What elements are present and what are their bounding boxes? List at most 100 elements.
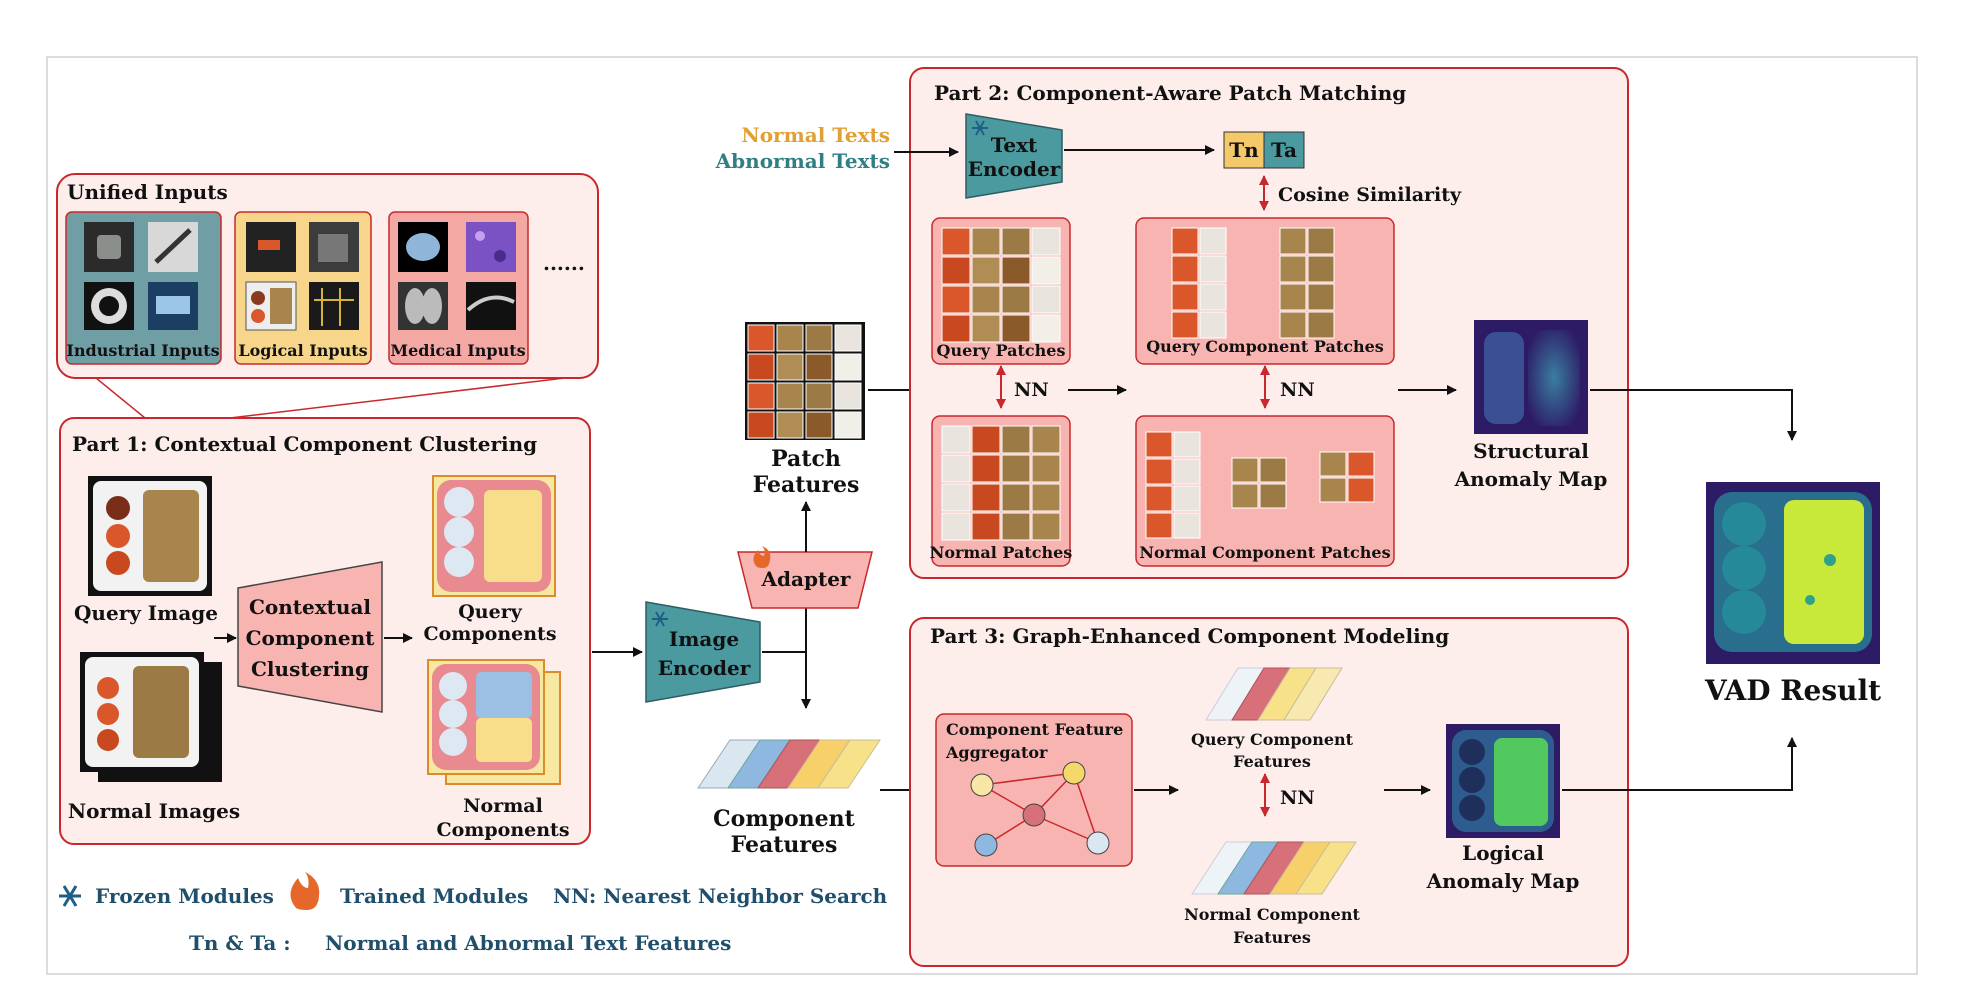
patch-tile (1145, 485, 1173, 512)
normal-components-label-line1: Normal (463, 795, 543, 817)
text-encoder-label-line1: Text (991, 133, 1038, 157)
patch-tile (1171, 311, 1199, 339)
normal-component-features-label-line1: Normal Component (1184, 905, 1360, 924)
component-feature-aggregator-box (935, 713, 1133, 867)
patch-tile (1031, 314, 1061, 343)
ta-feature-box (1263, 131, 1305, 169)
tn-label: Tn (1229, 138, 1259, 162)
patch-tile (1199, 227, 1227, 255)
patch-tile (941, 425, 971, 454)
component-graph (970, 761, 1110, 857)
patch-tile (1171, 227, 1199, 255)
part1-title: Part 1: Contextual Component Clustering (72, 432, 537, 456)
unified-inputs-title: Unified Inputs (67, 180, 228, 204)
patch-tile (1001, 483, 1031, 512)
patch-tile (805, 324, 833, 352)
patch-tile (1279, 311, 1307, 339)
ta-label: Ta (1271, 138, 1297, 162)
normal-components-map (427, 659, 561, 785)
patch-tile (1031, 227, 1061, 256)
component-features-stack (697, 739, 881, 789)
query-component-patches-label: Query Component Patches (1146, 337, 1384, 356)
patch-tile (1279, 255, 1307, 283)
patch-tile (1307, 227, 1335, 255)
patch-tile (971, 285, 1001, 314)
text-encoder-label-line2: Encoder (968, 157, 1061, 181)
image-encoder-label-line1: Image (669, 627, 739, 651)
patch-tile (1173, 485, 1201, 512)
industrial-inputs-label: Industrial Inputs (66, 341, 219, 360)
patch-tile (834, 382, 862, 410)
part3-title: Part 3: Graph-Enhanced Component Modelin… (930, 624, 1449, 648)
patch-tile (1171, 283, 1199, 311)
image-encoder-block (645, 601, 761, 703)
legend-frozen-label: Frozen Modules (95, 884, 274, 908)
patch-tile (1145, 458, 1173, 485)
normal-images-label: Normal Images (68, 799, 240, 823)
logical-anomaly-map-label-line1: Logical (1462, 841, 1544, 865)
abnormal-texts-label: Abnormal Texts (715, 149, 890, 173)
fire-icon (290, 872, 320, 910)
patch-tile (1031, 483, 1061, 512)
patch-tile (1307, 255, 1335, 283)
nn-label-component-features: NN (1280, 787, 1315, 809)
patch-tile (747, 324, 775, 352)
patch-tile (941, 314, 971, 343)
patch-features-label-line1: Patch (771, 446, 841, 472)
patch-tile (747, 382, 775, 410)
patch-tile (971, 314, 1001, 343)
query-component-features-label-line2: Features (1233, 752, 1311, 771)
patch-tile (941, 512, 971, 541)
query-component-features-label-line1: Query Component (1191, 730, 1354, 749)
patch-features-label-line2: Features (753, 472, 860, 498)
patch-tile (805, 382, 833, 410)
patch-tile (971, 256, 1001, 285)
patch-tile (805, 353, 833, 381)
patch-tile (1279, 227, 1307, 255)
image-encoder-label-line2: Encoder (658, 656, 751, 680)
patch-tile (1031, 285, 1061, 314)
legend-tn-ta-label: Tn & Ta : (189, 931, 291, 955)
cosine-similarity-label: Cosine Similarity (1278, 184, 1462, 206)
patch-tile (834, 353, 862, 381)
patch-tile (1199, 311, 1227, 339)
patch-tile (1347, 451, 1375, 477)
patch-features-grid (745, 322, 865, 440)
patch-tile (1145, 431, 1173, 458)
patch-tile (1173, 431, 1201, 458)
patch-tile (1001, 227, 1031, 256)
snowflake-icon (59, 885, 81, 907)
legend: Frozen Modules Trained Modules NN: Neare… (59, 872, 888, 955)
patch-tile (805, 411, 833, 439)
patch-tile (1031, 454, 1061, 483)
legend-trained-label: Trained Modules (340, 884, 528, 908)
adapter-block (737, 551, 873, 609)
patch-tile (1199, 283, 1227, 311)
patch-tile (1173, 512, 1201, 539)
patch-tile (971, 425, 1001, 454)
patch-tile (1307, 283, 1335, 311)
patch-tile (1347, 477, 1375, 503)
normal-component-features-stack (1191, 841, 1357, 895)
patch-tile (1001, 314, 1031, 343)
query-components-label-line1: Query (458, 601, 522, 623)
patch-tile (941, 227, 971, 256)
structural-anomaly-map (1474, 320, 1588, 434)
patch-tile (747, 411, 775, 439)
unified-inputs-panel: Unified Inputs Industrial Inputs Logical… (56, 173, 599, 379)
nn-label-patches: NN (1014, 379, 1049, 401)
logical-anomaly-map-label-line2: Anomaly Map (1426, 869, 1580, 893)
patch-tile (1199, 255, 1227, 283)
patch-tile (1001, 512, 1031, 541)
patch-tile (941, 483, 971, 512)
patch-tile (971, 454, 1001, 483)
component-features-label-line1: Component (713, 806, 856, 832)
adapter-label: Adapter (761, 567, 851, 591)
normal-components-label-line2: Components (436, 819, 569, 841)
normal-patches-label: Normal Patches (930, 543, 1073, 562)
query-image-label: Query Image (74, 601, 218, 625)
patch-tile (776, 353, 804, 381)
fire-icon (753, 546, 771, 568)
patch-tile (1307, 311, 1335, 339)
legend-tn-ta-desc: Normal and Abnormal Text Features (325, 931, 731, 955)
